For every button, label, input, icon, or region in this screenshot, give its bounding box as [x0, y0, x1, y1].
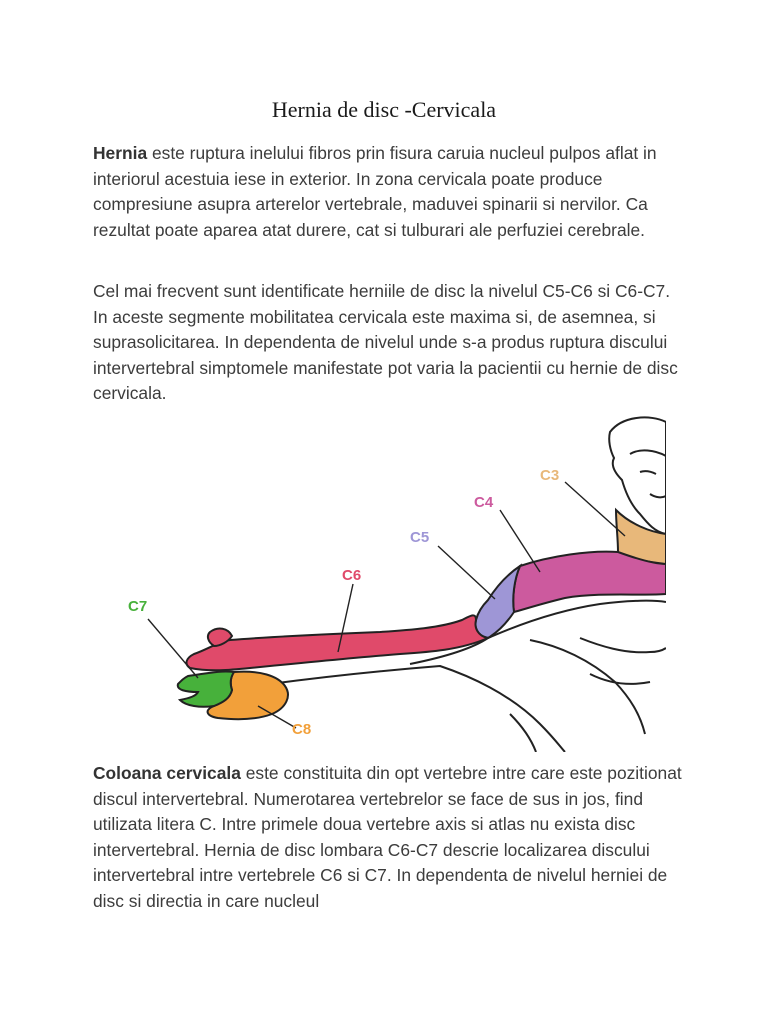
- label-c5: C5: [410, 529, 429, 546]
- thumb-region: [206, 627, 234, 648]
- leader-lines: [147, 481, 626, 729]
- dermatome-illustration: C3 C4 C5 C6 C7 C8: [110, 414, 666, 752]
- paragraph-levels-text: Cel mai frecvent sunt identificate herni…: [93, 281, 678, 403]
- c4-region: [512, 550, 666, 614]
- label-c6: C6: [342, 567, 361, 584]
- c7-region: [176, 670, 236, 708]
- paragraph-cervical-spine-text: este constituita din opt vertebre intre …: [93, 763, 682, 911]
- paragraph-cervical-spine-bold: Coloana cervicala: [93, 763, 241, 783]
- head-figure: [608, 416, 666, 536]
- label-c7: C7: [128, 598, 147, 615]
- label-c8: C8: [292, 721, 311, 738]
- label-c4: C4: [474, 494, 494, 511]
- paragraph-hernia-text: este ruptura inelului fibros prin fisura…: [93, 143, 657, 240]
- paragraph-cervical-spine: Coloana cervicala este constituita din o…: [93, 761, 683, 914]
- paragraph-hernia-bold: Hernia: [93, 143, 148, 163]
- paragraph-levels: Cel mai frecvent sunt identificate herni…: [93, 279, 683, 407]
- torso-figure: [269, 599, 666, 752]
- page-title: Hernia de disc -Cervicala: [271, 97, 497, 122]
- c6-region: [185, 614, 492, 672]
- label-c3: C3: [540, 467, 559, 484]
- paragraph-hernia: Hernia este ruptura inelului fibros prin…: [93, 141, 683, 243]
